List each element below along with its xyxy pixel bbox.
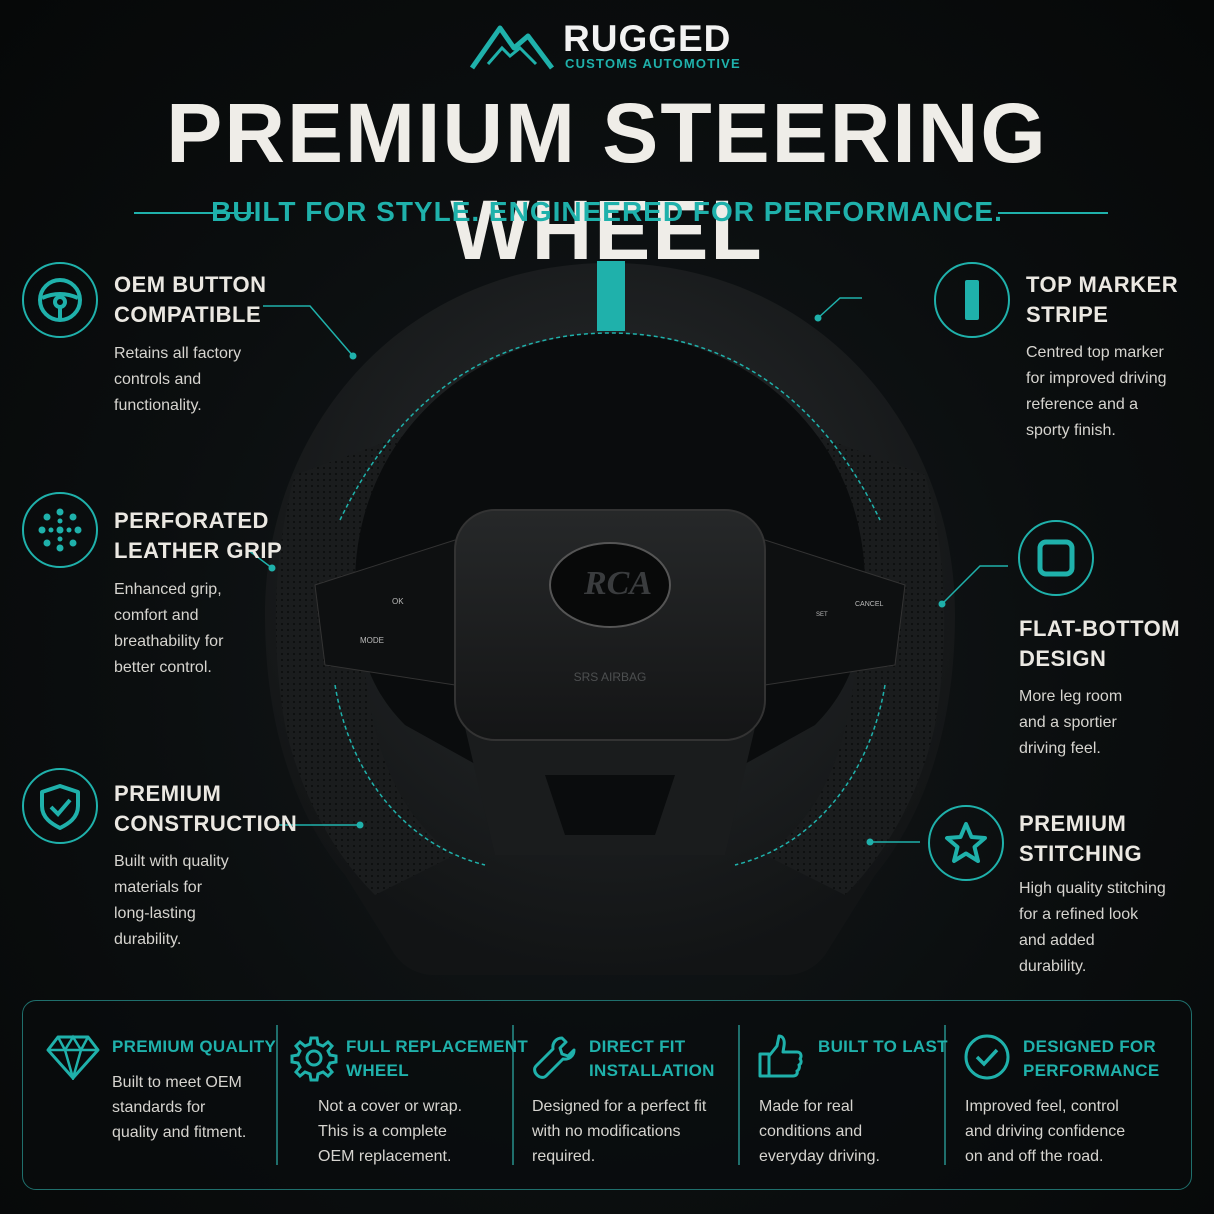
subtitle-rule-right xyxy=(998,212,1108,214)
panel-divider xyxy=(738,1025,740,1165)
panel-divider xyxy=(276,1025,278,1165)
stripe-icon xyxy=(934,262,1010,338)
benefit-title-last: BUILT TO LAST xyxy=(818,1037,948,1056)
wheel-cancel-button: CANCEL xyxy=(855,601,884,608)
benefits-panel xyxy=(22,1000,1192,1190)
wheel-set-button: SET xyxy=(816,612,828,618)
page-subtitle: BUILT FOR STYLE. ENGINEERED FOR PERFORMA… xyxy=(211,196,1003,227)
thumbs-up-icon xyxy=(758,1034,803,1078)
wheel-ok-button: OK xyxy=(392,597,404,606)
wheel-emblem: RCA xyxy=(583,565,653,602)
steering-wheel-image xyxy=(265,261,955,975)
check-circle-icon xyxy=(964,1034,1010,1080)
shield-check-icon xyxy=(22,768,98,844)
airbag-label: SRS AIRBAG xyxy=(573,670,647,684)
brand-tagline: CUSTOMS AUTOMOTIVE xyxy=(565,56,741,71)
brand-name: RUGGED xyxy=(563,18,732,59)
gear-icon xyxy=(290,1036,338,1082)
star-icon xyxy=(928,805,1004,881)
steering-wheel-icon xyxy=(22,262,98,338)
diamond-icon xyxy=(46,1034,100,1080)
subtitle-rule-left xyxy=(134,212,254,214)
benefit-title-quality: PREMIUM QUALITY xyxy=(112,1037,277,1056)
mountain-logo-icon xyxy=(470,25,554,70)
panel-divider xyxy=(944,1025,946,1165)
dots-icon xyxy=(22,492,98,568)
panel-divider xyxy=(512,1025,514,1165)
page-title: PREMIUM STEERING WHEEL xyxy=(166,86,1048,277)
square-icon xyxy=(1018,520,1094,596)
wheel-mode-button: MODE xyxy=(360,636,384,645)
wrench-icon xyxy=(533,1036,576,1079)
